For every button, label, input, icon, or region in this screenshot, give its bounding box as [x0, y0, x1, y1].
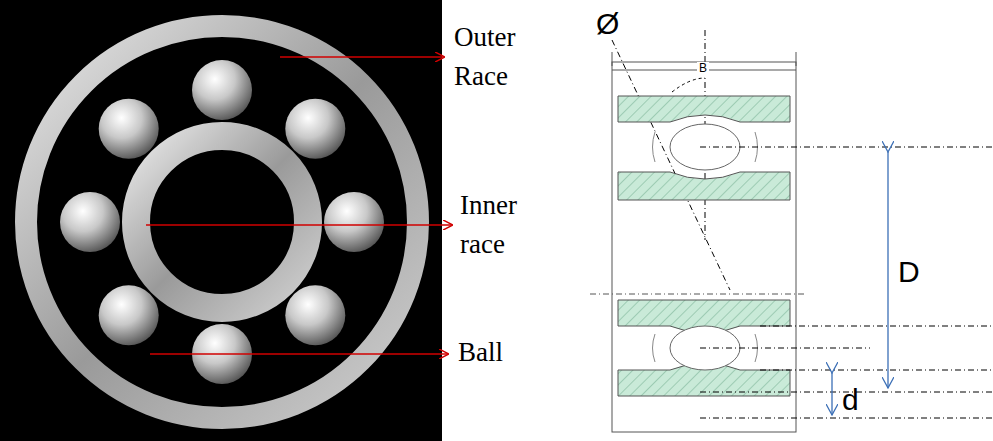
- dimension-label: B: [697, 62, 709, 75]
- ball: [285, 99, 345, 159]
- dimension-label: D: [898, 250, 920, 294]
- part-label: Outer Race: [454, 18, 546, 96]
- ball: [99, 285, 159, 345]
- dimension-label: d: [842, 378, 859, 422]
- angle-symbol: Ø: [596, 2, 619, 46]
- part-label: Ball: [458, 333, 503, 372]
- part-label: Inner race: [460, 186, 552, 264]
- ball: [192, 60, 252, 120]
- ball: [60, 192, 120, 252]
- ball: [99, 99, 159, 159]
- ball: [324, 192, 384, 252]
- ball: [285, 285, 345, 345]
